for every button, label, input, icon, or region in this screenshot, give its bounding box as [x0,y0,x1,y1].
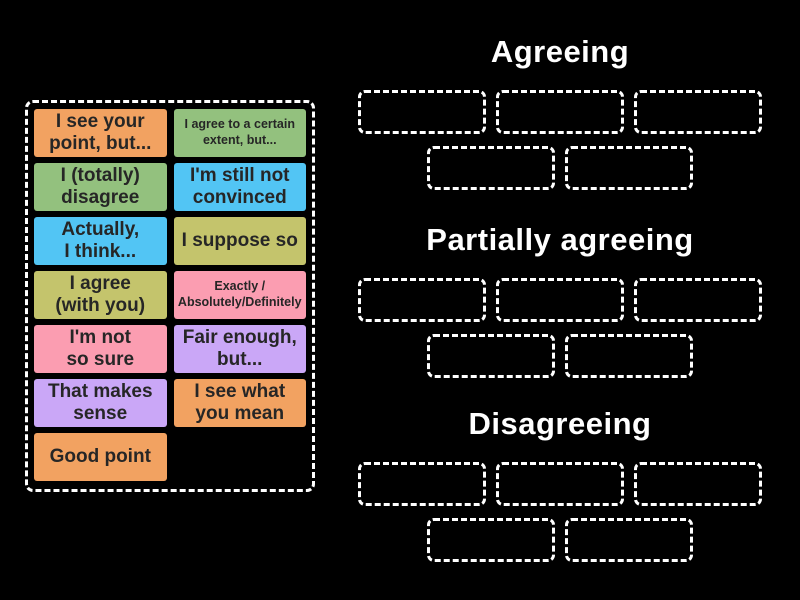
drop-slot[interactable] [634,462,762,506]
group-section: Partially agreeing [350,218,770,378]
draggable-card[interactable]: Actually, I think... [34,217,167,265]
drop-slot[interactable] [358,278,486,322]
drop-slot[interactable] [427,334,555,378]
draggable-card[interactable]: I see your point, but... [34,109,167,157]
group-section: Disagreeing [350,402,770,562]
draggable-card[interactable]: That makes sense [34,379,167,427]
group-section: Agreeing [350,30,770,190]
drop-slot[interactable] [634,278,762,322]
drop-slot[interactable] [496,278,624,322]
group-title: Disagreeing [468,406,652,441]
draggable-card[interactable]: Fair enough, but... [173,325,306,373]
draggable-card[interactable]: I agree (with you) [34,271,167,319]
draggable-card[interactable]: I'm still not convinced [173,163,306,211]
group-title: Agreeing [490,34,630,69]
draggable-card[interactable]: Good point [34,433,167,481]
draggable-card[interactable]: I (totally) disagree [34,163,167,211]
slot-row [350,278,770,378]
drop-slot[interactable] [634,90,762,134]
drop-slot[interactable] [496,462,624,506]
drop-slot[interactable] [427,518,555,562]
drop-slot[interactable] [358,90,486,134]
drop-slot[interactable] [565,146,693,190]
draggable-card[interactable]: I'm not so sure [34,325,167,373]
slot-row [350,462,770,562]
group-title: Partially agreeing [426,222,694,257]
drop-slot[interactable] [496,90,624,134]
draggable-card[interactable]: I see what you mean [173,379,306,427]
drop-slot[interactable] [565,334,693,378]
draggable-card[interactable]: I agree to a certain extent, but... [173,109,306,157]
drop-slot[interactable] [565,518,693,562]
slot-row [350,90,770,190]
draggable-card[interactable]: Exactly / Absolutely/Definitely [173,271,306,319]
card-tray: I see your point, but...I agree to a cer… [25,100,315,492]
draggable-card[interactable]: I suppose so [173,217,306,265]
drop-slot[interactable] [358,462,486,506]
drop-slot[interactable] [427,146,555,190]
